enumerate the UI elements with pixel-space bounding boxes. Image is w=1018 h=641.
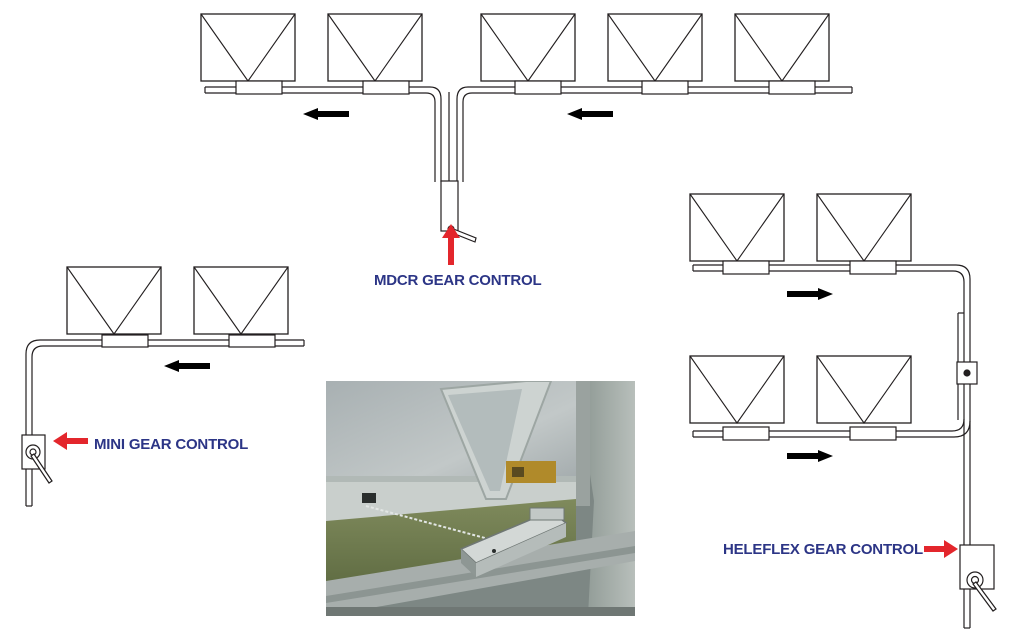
flow-arrow [303,108,613,120]
window-bracket [849,260,897,275]
flow-arrow [787,288,833,462]
window-unit [689,355,785,424]
mdcr-gear-control-label: MDCR GEAR CONTROL [374,272,542,289]
window-bracket [362,80,410,95]
flow-arrow [164,360,210,372]
heleflex-gear-control-label: HELEFLEX GEAR CONTROL [723,541,923,558]
window-unit [816,355,912,424]
heleflex-pointer-arrow [924,540,958,558]
window-bracket [514,80,562,95]
heleflex-lower-rail [693,418,965,432]
window-opener-actuator-photo [326,381,635,616]
window-unit [200,13,296,82]
mdcr-pointer-arrow [442,224,460,265]
window-unit [327,13,423,82]
mini-pointer-arrow [53,432,88,450]
window-bracket [849,426,897,441]
window-bracket [722,426,770,441]
window-bracket [101,334,149,348]
window-bracket [235,80,283,95]
window-bracket [228,334,276,348]
heleflex-upper-rail [693,264,971,545]
mdcr-left-rail [205,86,442,182]
mdcr-gearbox [440,180,459,232]
heleflex-system [689,193,997,629]
mdcr-system [200,13,853,243]
mini-gear-control-label: MINI GEAR CONTROL [94,436,249,453]
mdcr-right-rail [456,86,852,182]
window-unit [480,13,576,82]
window-unit [193,266,289,335]
window-bracket [641,80,689,95]
window-bracket [722,260,770,275]
window-unit [689,193,785,262]
window-unit [607,13,703,82]
window-unit [816,193,912,262]
window-bracket [768,80,816,95]
window-unit [66,266,162,335]
mini-system [21,266,305,507]
window-unit [734,13,830,82]
